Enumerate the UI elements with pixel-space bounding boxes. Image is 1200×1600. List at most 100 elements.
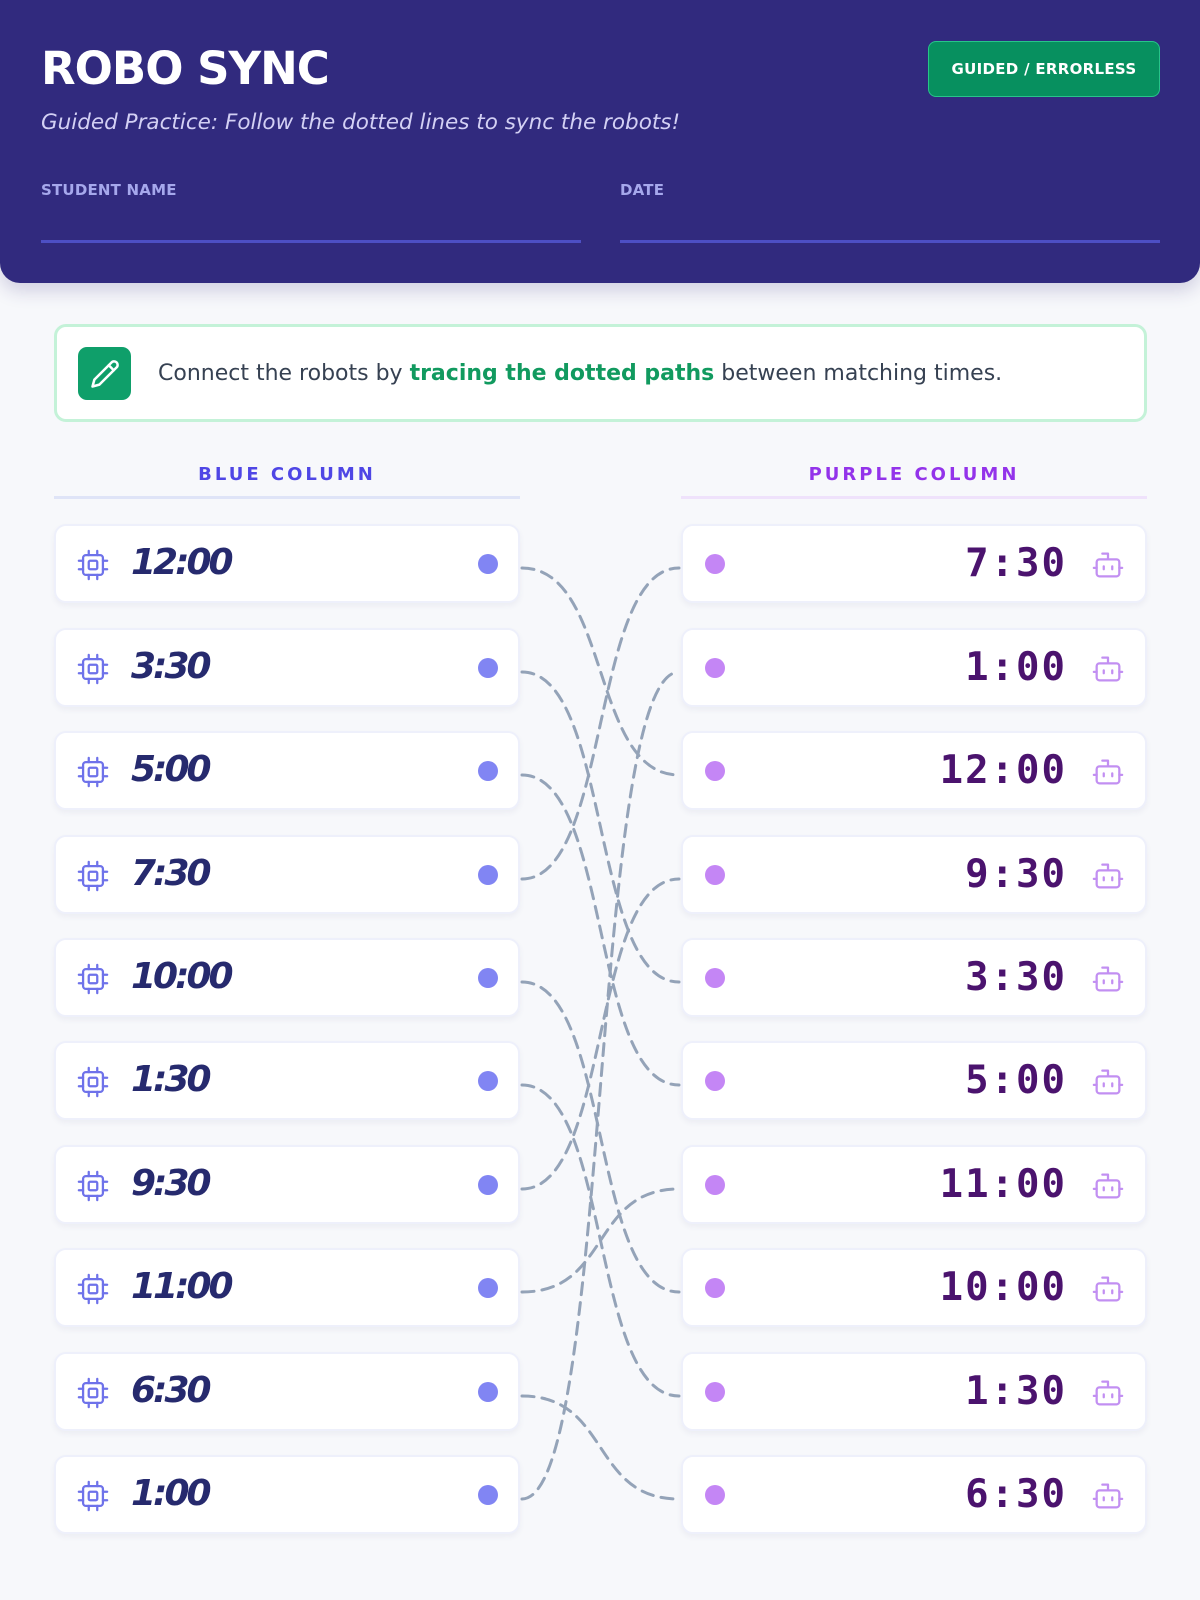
right-connector-dot[interactable] — [705, 1382, 725, 1402]
chip-icon — [76, 1272, 110, 1306]
instruction-highlight: tracing the dotted paths — [409, 361, 715, 386]
right-connector-dot[interactable] — [705, 1071, 725, 1091]
left-card-7[interactable]: 9:30 — [54, 1145, 520, 1224]
right-connector-dot[interactable] — [705, 554, 725, 574]
tracing-path — [520, 566, 681, 881]
right-time-label: 11:00 — [939, 1162, 1067, 1207]
pencil-icon — [78, 347, 131, 400]
right-card-7[interactable]: 11:00 — [681, 1145, 1147, 1224]
purple-column-divider — [681, 496, 1147, 499]
left-time-label: 10:00 — [131, 956, 234, 997]
right-time-label: 5:00 — [965, 1058, 1067, 1103]
robot-icon — [1091, 548, 1125, 582]
page-subtitle: Guided Practice: Follow the dotted lines… — [41, 110, 681, 135]
robot-icon — [1091, 1479, 1125, 1513]
right-time-label: 6:30 — [965, 1472, 1067, 1517]
left-connector-dot[interactable] — [478, 1485, 498, 1505]
right-card-8[interactable]: 10:00 — [681, 1248, 1147, 1327]
robot-icon — [1091, 859, 1125, 893]
purple-column-heading: PURPLE COLUMN — [808, 464, 1020, 485]
page-title: ROBO SYNC — [41, 42, 330, 95]
right-card-10[interactable]: 6:30 — [681, 1455, 1147, 1534]
left-time-label: 7:30 — [131, 853, 212, 894]
left-card-1[interactable]: 12:00 — [54, 524, 520, 603]
left-connector-dot[interactable] — [478, 554, 498, 574]
left-time-label: 3:30 — [131, 646, 212, 687]
mode-badge: GUIDED / ERRORLESS — [928, 41, 1160, 97]
right-time-label: 1:00 — [965, 645, 1067, 690]
chip-icon — [76, 1065, 110, 1099]
left-time-label: 12:00 — [131, 542, 234, 583]
left-connector-dot[interactable] — [478, 761, 498, 781]
robot-icon — [1091, 652, 1125, 686]
tracing-path — [520, 670, 681, 984]
right-connector-dot[interactable] — [705, 968, 725, 988]
left-time-label: 5:00 — [131, 749, 212, 790]
right-connector-dot[interactable] — [705, 1485, 725, 1505]
left-card-8[interactable]: 11:00 — [54, 1248, 520, 1327]
tracing-path — [520, 980, 681, 1294]
left-card-4[interactable]: 7:30 — [54, 835, 520, 914]
header-banner: ROBO SYNC Guided Practice: Follow the do… — [0, 0, 1200, 283]
left-card-5[interactable]: 10:00 — [54, 938, 520, 1017]
chip-icon — [76, 962, 110, 996]
right-card-6[interactable]: 5:00 — [681, 1041, 1147, 1120]
right-time-label: 12:00 — [939, 748, 1067, 793]
left-connector-dot[interactable] — [478, 1175, 498, 1195]
robot-icon — [1091, 1376, 1125, 1410]
right-time-label: 10:00 — [939, 1265, 1067, 1310]
right-card-2[interactable]: 1:00 — [681, 628, 1147, 707]
chip-icon — [76, 755, 110, 789]
right-time-label: 7:30 — [965, 541, 1067, 586]
right-time-label: 9:30 — [965, 852, 1067, 897]
chip-icon — [76, 1169, 110, 1203]
left-connector-dot[interactable] — [478, 658, 498, 678]
chip-icon — [76, 859, 110, 893]
right-connector-dot[interactable] — [705, 761, 725, 781]
tracing-path — [520, 670, 681, 1501]
right-card-3[interactable]: 12:00 — [681, 731, 1147, 810]
left-connector-dot[interactable] — [478, 1071, 498, 1091]
left-connector-dot[interactable] — [478, 1382, 498, 1402]
robot-icon — [1091, 755, 1125, 789]
date-label: DATE — [620, 181, 665, 199]
blue-column-divider — [54, 496, 520, 499]
left-time-label: 1:00 — [131, 1473, 212, 1514]
left-card-2[interactable]: 3:30 — [54, 628, 520, 707]
instruction-text: Connect the robots by tracing the dotted… — [158, 361, 1003, 386]
right-card-5[interactable]: 3:30 — [681, 938, 1147, 1017]
blue-column-heading: BLUE COLUMN — [198, 464, 376, 485]
right-card-9[interactable]: 1:30 — [681, 1352, 1147, 1431]
left-connector-dot[interactable] — [478, 865, 498, 885]
left-card-9[interactable]: 6:30 — [54, 1352, 520, 1431]
right-card-4[interactable]: 9:30 — [681, 835, 1147, 914]
right-card-1[interactable]: 7:30 — [681, 524, 1147, 603]
left-time-label: 6:30 — [131, 1370, 212, 1411]
right-connector-dot[interactable] — [705, 1175, 725, 1195]
chip-icon — [76, 548, 110, 582]
left-time-label: 11:00 — [131, 1266, 234, 1307]
chip-icon — [76, 1376, 110, 1410]
student-name-label: STUDENT NAME — [41, 181, 177, 199]
left-connector-dot[interactable] — [478, 1278, 498, 1298]
right-connector-dot[interactable] — [705, 1278, 725, 1298]
robot-icon — [1091, 1272, 1125, 1306]
left-time-label: 1:30 — [131, 1059, 212, 1100]
student-name-field[interactable] — [41, 240, 581, 243]
date-field[interactable] — [620, 240, 1160, 243]
instruction-box: Connect the robots by tracing the dotted… — [54, 324, 1147, 422]
right-time-label: 1:30 — [965, 1369, 1067, 1414]
tracing-path — [520, 877, 681, 1191]
left-card-3[interactable]: 5:00 — [54, 731, 520, 810]
left-card-6[interactable]: 1:30 — [54, 1041, 520, 1120]
tracing-path — [520, 1187, 681, 1294]
right-connector-dot[interactable] — [705, 865, 725, 885]
tracing-path — [520, 773, 681, 1087]
robot-icon — [1091, 1065, 1125, 1099]
left-connector-dot[interactable] — [478, 968, 498, 988]
robot-icon — [1091, 1169, 1125, 1203]
right-time-label: 3:30 — [965, 955, 1067, 1000]
left-card-10[interactable]: 1:00 — [54, 1455, 520, 1534]
right-connector-dot[interactable] — [705, 658, 725, 678]
